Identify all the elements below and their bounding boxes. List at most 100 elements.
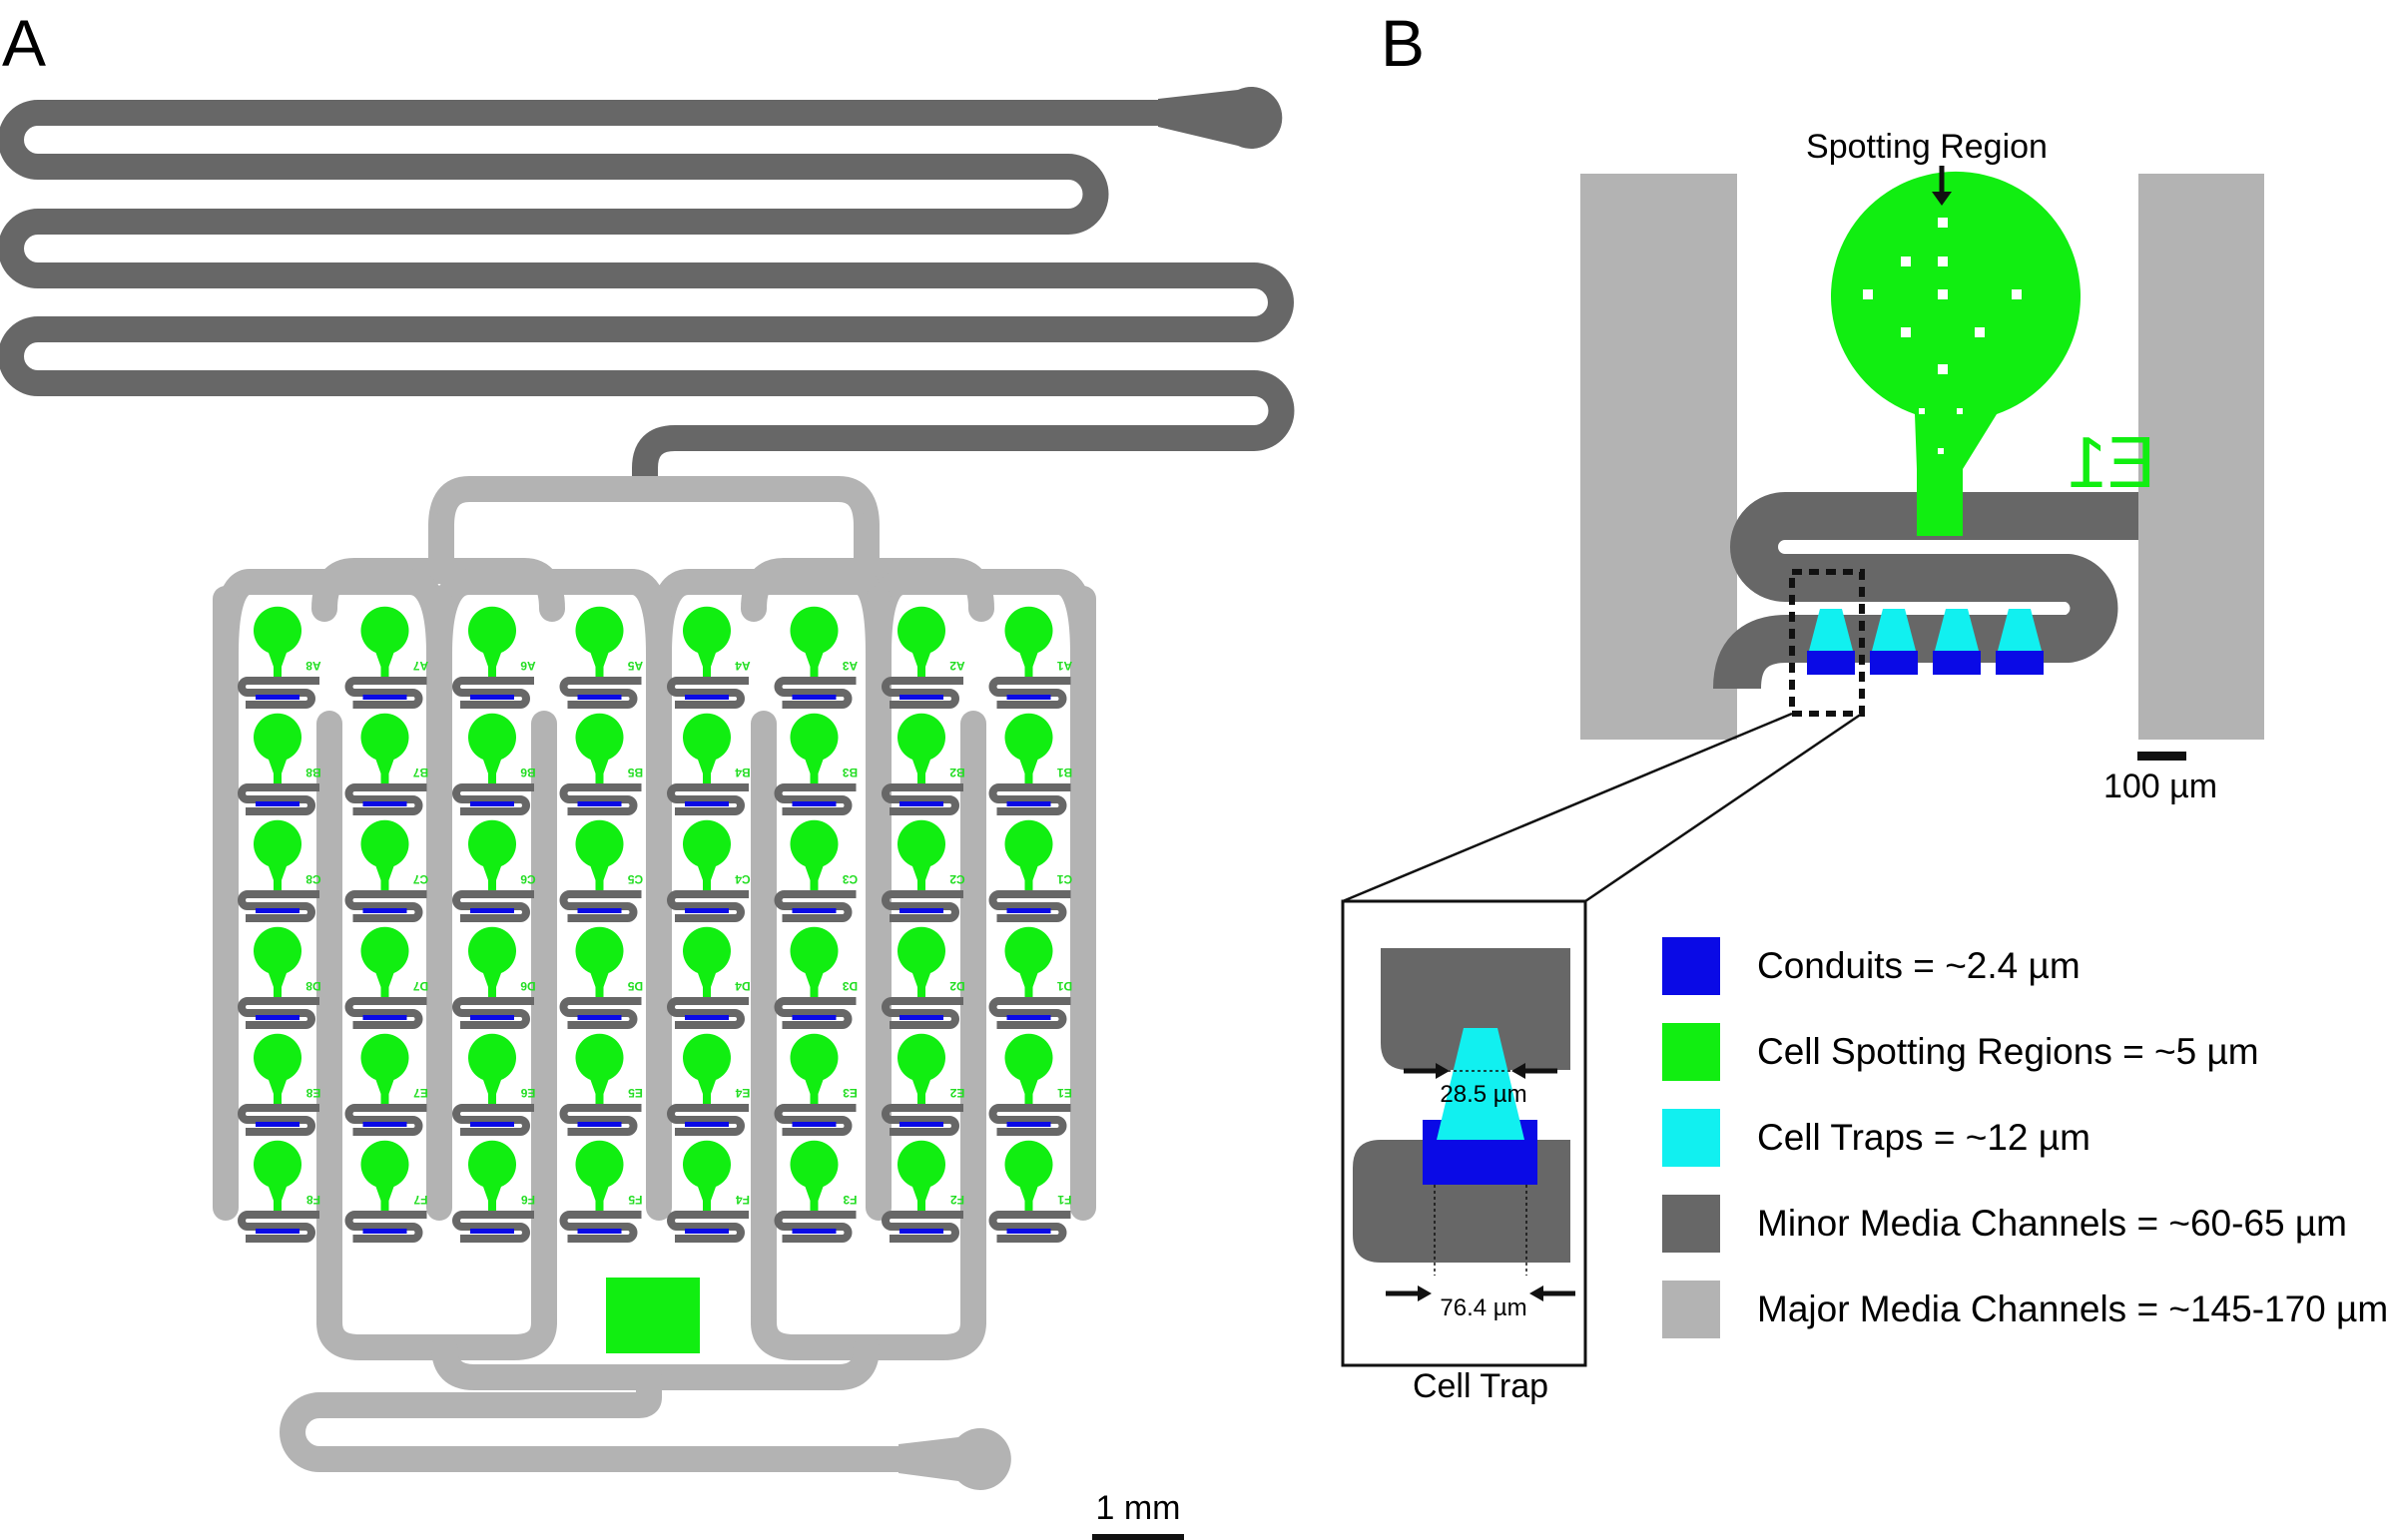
well-id-label: E5 <box>628 1086 643 1100</box>
well-trap-row <box>256 1122 299 1127</box>
well-D4: D4 <box>667 926 751 1029</box>
well-id-label: D8 <box>305 979 321 993</box>
inset-title: Cell Trap <box>1413 1367 1548 1405</box>
well-spotting-region <box>790 1140 839 1213</box>
well-minor-channel <box>667 1104 749 1136</box>
well-trap-row <box>1006 695 1051 700</box>
well-trap-row <box>792 1122 837 1127</box>
well-id-label: E1 <box>1057 1086 1072 1100</box>
well-C5: C5 <box>559 819 643 922</box>
well-trap-row <box>899 695 943 700</box>
well-minor-channel <box>238 1211 319 1243</box>
well-trap-row <box>899 1122 943 1127</box>
well-A1: A1 <box>988 606 1073 709</box>
well-minor-channel <box>667 1211 749 1243</box>
well-id-label: D7 <box>413 979 429 993</box>
well-minor-channel <box>238 890 319 922</box>
well-C3: C3 <box>774 819 859 922</box>
well-spotting-region <box>790 606 839 679</box>
central-spotting-reservoir <box>606 1278 700 1353</box>
well-A2: A2 <box>882 606 965 709</box>
spotting-dots <box>1863 218 2022 454</box>
well-B5: B5 <box>559 713 643 815</box>
well-trap-row <box>1006 1015 1051 1020</box>
well-spotting-region <box>468 926 516 999</box>
well-spotting-region <box>468 1033 516 1106</box>
well-D3: D3 <box>774 926 858 1029</box>
legend-label-spotting: Cell Spotting Regions = ~5 µm <box>1757 1031 2259 1072</box>
well-C8: C8 <box>238 819 321 922</box>
well-minor-channel <box>774 783 857 815</box>
well-spotting-region <box>575 1033 624 1106</box>
well-F1: F1 <box>988 1140 1072 1243</box>
well-trap-row <box>577 801 622 806</box>
minor-channel-zoom <box>1713 492 2138 691</box>
well-A4: A4 <box>667 606 751 709</box>
well-trap-row <box>256 801 299 806</box>
well-id-label: E3 <box>843 1086 858 1100</box>
well-spotting-region <box>897 713 946 785</box>
spotting-region-bulb <box>1831 171 2082 536</box>
well-spotting-region <box>683 606 731 679</box>
well-minor-channel <box>452 997 534 1029</box>
well-spotting-region <box>1004 926 1053 999</box>
well-E7: E7 <box>344 1033 428 1136</box>
legend-swatch-traps <box>1662 1109 1720 1167</box>
well-minor-channel <box>559 1211 642 1243</box>
well-trap-row <box>577 695 622 700</box>
well-spotting-region <box>468 819 516 892</box>
well-spotting-region <box>360 819 409 892</box>
well-spotting-region <box>897 1140 946 1213</box>
well-id-label: F5 <box>628 1193 642 1207</box>
well-trap-row <box>685 695 729 700</box>
well-E4: E4 <box>667 1033 750 1136</box>
well-spotting-region <box>575 713 624 785</box>
well-minor-channel <box>882 1211 963 1243</box>
well-minor-channel <box>667 783 749 815</box>
well-minor-channel <box>452 783 534 815</box>
well-id-label: C3 <box>843 872 859 886</box>
well-trap-row <box>470 695 514 700</box>
panel-a-letter: A <box>2 6 46 80</box>
well-E1: E1 <box>988 1033 1072 1136</box>
well-F3: F3 <box>774 1140 858 1243</box>
well-C1: C1 <box>988 819 1072 922</box>
well-spotting-region <box>360 606 409 679</box>
well-F6: F6 <box>452 1140 535 1243</box>
inlet-port <box>1158 87 1283 149</box>
well-trap-row <box>1006 1122 1051 1127</box>
well-E5: E5 <box>559 1033 643 1136</box>
well-spotting-region <box>468 606 516 679</box>
well-F8: F8 <box>238 1140 320 1243</box>
well-id-label: C6 <box>520 872 536 886</box>
well-trap-row <box>577 908 622 913</box>
well-B3: B3 <box>774 713 858 815</box>
well-D2: D2 <box>882 926 965 1029</box>
well-trap-row <box>470 908 514 913</box>
well-id-label: E4 <box>735 1086 750 1100</box>
well-minor-channel <box>452 890 534 922</box>
region-id-label: E1 <box>2068 423 2155 503</box>
well-trap-row <box>577 1229 622 1234</box>
well-id-label: A1 <box>1057 659 1073 673</box>
well-minor-channel <box>238 677 319 709</box>
well-id-label: A6 <box>520 659 536 673</box>
well-id-label: B6 <box>520 766 536 779</box>
well-spotting-region <box>254 926 301 999</box>
well-spotting-region <box>790 1033 839 1106</box>
well-minor-channel <box>988 1104 1071 1136</box>
well-minor-channel <box>988 677 1071 709</box>
well-E3: E3 <box>774 1033 858 1136</box>
well-minor-channel <box>559 783 642 815</box>
well-spotting-region <box>683 1140 731 1213</box>
well-minor-channel <box>559 677 642 709</box>
well-trap-row <box>362 801 407 806</box>
legend-swatch-spotting <box>1662 1023 1720 1081</box>
well-id-label: C2 <box>949 872 965 886</box>
legend-label-conduits: Conduits = ~2.4 µm <box>1757 945 2081 986</box>
legend-swatch-major <box>1662 1281 1720 1338</box>
well-spotting-region <box>575 819 624 892</box>
well-spotting-region <box>468 1140 516 1213</box>
well-trap-row <box>362 1229 407 1234</box>
